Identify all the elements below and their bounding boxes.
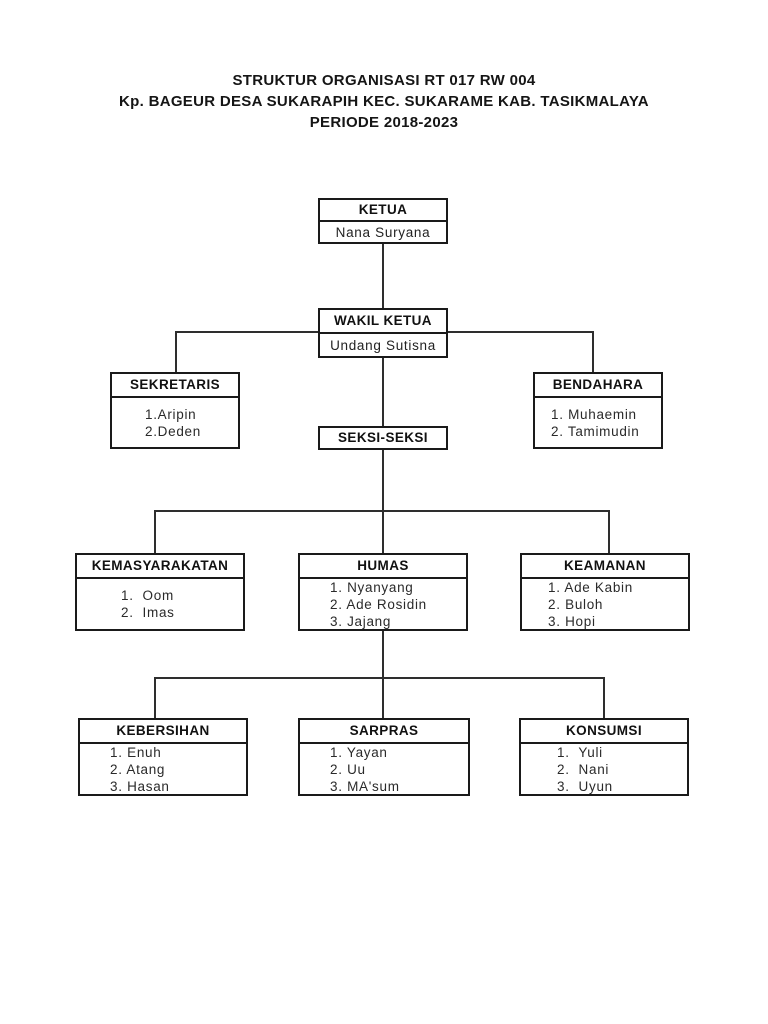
node-konsumsi: KONSUMSI 1. Yuli 2. Nani 3. Uyun: [519, 718, 689, 796]
node-kemasyarakatan-members: 1. Oom 2. Imas: [77, 579, 243, 629]
node-sarpras-title: SARPRAS: [300, 720, 468, 744]
node-sekretaris-members: 1.Aripin 2.Deden: [112, 398, 238, 447]
connector-drop-humas: [382, 510, 384, 553]
node-ketua-title: KETUA: [320, 200, 446, 222]
connector-drop-sekretaris: [175, 331, 177, 372]
node-sekretaris: SEKRETARIS 1.Aripin 2.Deden: [110, 372, 240, 449]
node-humas: HUMAS 1. Nyanyang 2. Ade Rosidin 3. Jaja…: [298, 553, 468, 631]
member-item: 1.Aripin: [145, 406, 197, 422]
node-sarpras: SARPRAS 1. Yayan 2. Uu 3. MA'sum: [298, 718, 470, 796]
node-keamanan-title: KEAMANAN: [522, 555, 688, 579]
member-item: 2. Imas: [121, 605, 175, 620]
node-seksi-seksi: SEKSI-SEKSI: [318, 426, 448, 450]
member-item: 2. Tamimudin: [551, 423, 640, 439]
connector-drop-sarpras: [382, 677, 384, 718]
connector-drop-kemasyarakatan: [154, 510, 156, 553]
node-bendahara-title: BENDAHARA: [535, 374, 661, 398]
node-konsumsi-members: 1. Yuli 2. Nani 3. Uyun: [521, 744, 687, 795]
node-sekretaris-title: SEKRETARIS: [112, 374, 238, 398]
member-item: 3. Hopi: [548, 614, 596, 629]
node-wakil-ketua-title: WAKIL KETUA: [320, 310, 446, 334]
member-item: 1. Yayan: [330, 745, 388, 760]
connector-drop-konsumsi: [603, 677, 605, 718]
member-item: 2. Nani: [557, 762, 610, 777]
node-kebersihan-title: KEBERSIHAN: [80, 720, 246, 744]
member-item: 1. Oom: [121, 588, 174, 603]
node-kebersihan-members: 1. Enuh 2. Atang 3. Hasan: [80, 744, 246, 795]
node-wakil-ketua-name: Undang Sutisna: [330, 337, 436, 353]
member-item: 2. Buloh: [548, 597, 604, 612]
member-item: 3. Uyun: [557, 779, 613, 794]
member-item: 3. MA'sum: [330, 779, 400, 794]
member-item: 1. Ade Kabin: [548, 580, 633, 595]
connector-humas-row2: [382, 631, 384, 677]
node-bendahara-members: 1. Muhaemin 2. Tamimudin: [535, 398, 661, 447]
connector-ketua-wakil: [382, 244, 384, 308]
node-humas-members: 1. Nyanyang 2. Ade Rosidin 3. Jajang: [300, 579, 466, 630]
member-item: 1. Nyanyang: [330, 580, 414, 595]
connector-wakil-right-branch: [446, 331, 594, 333]
member-item: 2. Ade Rosidin: [330, 597, 427, 612]
member-item: 1. Muhaemin: [551, 406, 637, 422]
title-line-3: PERIODE 2018-2023: [309, 114, 459, 131]
member-item: 1. Enuh: [110, 745, 162, 760]
node-seksi-seksi-title: SEKSI-SEKSI: [338, 430, 428, 445]
member-item: 2. Atang: [110, 762, 166, 777]
node-bendahara: BENDAHARA 1. Muhaemin 2. Tamimudin: [533, 372, 663, 449]
node-sarpras-members: 1. Yayan 2. Uu 3. MA'sum: [300, 744, 468, 795]
node-keamanan: KEAMANAN 1. Ade Kabin 2. Buloh 3. Hopi: [520, 553, 690, 631]
title-line-2: Kp. BAGEUR DESA SUKARAPIH KEC. SUKARAME …: [119, 93, 649, 110]
node-kemasyarakatan-title: KEMASYARAKATAN: [77, 555, 243, 579]
node-konsumsi-title: KONSUMSI: [521, 720, 687, 744]
node-kemasyarakatan: KEMASYARAKATAN 1. Oom 2. Imas: [75, 553, 245, 631]
connector-wakil-left-branch: [176, 331, 320, 333]
title-line-1: STRUKTUR ORGANISASI RT 017 RW 004: [232, 72, 536, 89]
connector-drop-keamanan: [608, 510, 610, 553]
connector-wakil-seksi: [382, 358, 384, 427]
member-item: 3. Hasan: [110, 779, 170, 794]
node-ketua-name: Nana Suryana: [335, 224, 431, 240]
connector-row2-bus: [155, 677, 605, 679]
node-ketua: KETUA Nana Suryana: [318, 198, 448, 244]
member-item: 2. Uu: [330, 762, 366, 777]
connector-seksi-row1: [382, 450, 384, 510]
node-humas-title: HUMAS: [300, 555, 466, 579]
node-wakil-ketua: WAKIL KETUA Undang Sutisna: [318, 308, 448, 358]
connector-drop-bendahara: [592, 331, 594, 372]
member-item: 1. Yuli: [557, 745, 603, 760]
member-item: 3. Jajang: [330, 614, 392, 629]
connector-drop-kebersihan: [154, 677, 156, 718]
member-item: 2.Deden: [145, 423, 201, 439]
node-keamanan-members: 1. Ade Kabin 2. Buloh 3. Hopi: [522, 579, 688, 630]
node-kebersihan: KEBERSIHAN 1. Enuh 2. Atang 3. Hasan: [78, 718, 248, 796]
document-title: STRUKTUR ORGANISASI RT 017 RW 004 Kp. BA…: [0, 70, 768, 133]
